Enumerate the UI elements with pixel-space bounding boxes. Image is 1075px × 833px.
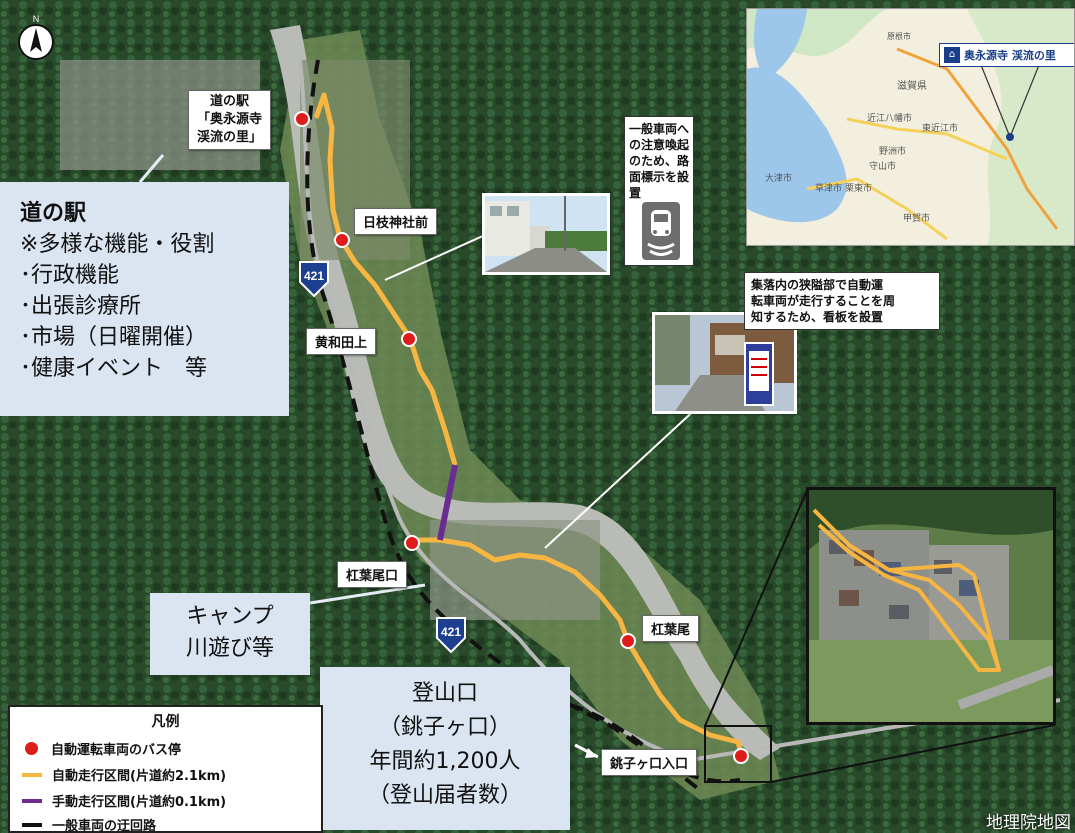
note-line: 置 <box>629 186 642 200</box>
bus-stop-icon <box>25 742 38 755</box>
pointer-line <box>138 154 165 183</box>
michi-no-eki-icon: ⌂ <box>944 47 960 63</box>
callout-line: 川遊び等 <box>185 636 274 661</box>
callout-line: （登山届者数） <box>367 783 522 808</box>
pointer-line <box>384 234 486 281</box>
bus-stop-marker <box>620 633 636 649</box>
svg-text:守山市: 守山市 <box>869 160 896 171</box>
stop-label-kouyoo: 杠葉尾 <box>642 615 700 642</box>
bus-stop-marker <box>733 748 749 764</box>
svg-text:滋賀県: 滋賀県 <box>897 79 927 92</box>
road-marking-icon <box>642 202 680 260</box>
north-arrow: N <box>18 14 54 60</box>
callout-line: 登山口 <box>411 681 478 706</box>
auto-route <box>439 537 745 757</box>
callout-line: ※多様な機能・役割 <box>20 232 215 257</box>
svg-text:栗東市: 栗東市 <box>845 182 872 193</box>
legend-label: 手動走行区間(片道約0.1km) <box>52 795 227 810</box>
legend-label: 自動運転車両のバス停 <box>51 743 182 758</box>
map-credit: 地理院地図 <box>986 813 1071 833</box>
svg-text:近江八幡市: 近江八幡市 <box>867 112 912 123</box>
stop-label-kiwada: 黄和田上 <box>306 328 377 355</box>
route-shield: 421 <box>436 617 466 654</box>
svg-text:甲賀市: 甲賀市 <box>903 212 930 223</box>
note-line: のため、路 <box>629 154 690 168</box>
inset-callout-box: ⌂ 奥永源寺 渓流の里 <box>939 43 1074 67</box>
svg-text:野洲市: 野洲市 <box>879 145 906 156</box>
detour-route <box>569 703 702 792</box>
zoom-source-frame <box>704 725 772 783</box>
svg-text:東近江市: 東近江市 <box>922 122 958 133</box>
zoom-connector <box>770 724 1056 783</box>
legend-item-detour: 一般車両の迂回路 <box>22 815 156 833</box>
note-line: の注意喚起 <box>629 138 690 152</box>
trailhead-callout: 登山口 （銚子ヶ口） 年間約1,200人 （登山届者数） <box>320 667 570 830</box>
callout-title: 道の駅 <box>20 201 87 226</box>
camp-callout: キャンプ 川遊び等 <box>150 593 310 675</box>
svg-text:N: N <box>33 14 40 24</box>
signboard-note: 集落内の狭隘部で自動運 転車両が走行することを周 知するため、看板を設置 <box>744 272 940 330</box>
pointer-arrowhead <box>585 748 598 758</box>
bus-stop-marker <box>404 535 420 551</box>
zoom-connector <box>704 487 809 727</box>
stop-label-line: 渓流の里」 <box>197 130 263 145</box>
legend: 凡例 自動運転車両のバス停 自動走行区間(片道約2.1km) 手動走行区間(片道… <box>8 705 323 833</box>
stop-label-line: 道の駅 <box>210 94 250 109</box>
route-shield: 421 <box>299 261 329 298</box>
auto-route-icon <box>22 772 42 777</box>
manual-route-icon <box>22 798 42 803</box>
pointer-line <box>309 583 426 605</box>
svg-text:421: 421 <box>441 625 461 639</box>
zoom-detail-inset <box>806 487 1056 725</box>
auto-route <box>313 92 458 466</box>
svg-text:草津市: 草津市 <box>815 182 842 193</box>
svg-text:原根市: 原根市 <box>887 31 911 41</box>
svg-text:421: 421 <box>304 269 324 283</box>
river <box>270 25 780 760</box>
note-line: 知するため、看板を設置 <box>751 310 884 324</box>
callout-line: 年間約1,200人 <box>369 749 521 774</box>
callout-line: ･市場（日曜開催） <box>20 325 208 350</box>
callout-line: （銚子ヶ口） <box>378 715 511 740</box>
stop-label-line: 「奥永源寺 <box>197 112 263 127</box>
michi-no-eki-callout: 道の駅 ※多様な機能・役割 ･行政機能 ･出張診療所 ･市場（日曜開催） ･健康… <box>0 182 289 416</box>
svg-text:大津市: 大津市 <box>765 172 792 183</box>
signboard-photo-image <box>655 315 794 411</box>
callout-line: ･行政機能 <box>20 263 120 288</box>
legend-item-bus-stop: 自動運転車両のバス停 <box>22 739 181 758</box>
legend-item-auto-route: 自動走行区間(片道約2.1km) <box>22 765 226 784</box>
bus-stop-marker <box>334 232 350 248</box>
bus-stop-marker <box>401 331 417 347</box>
signboard-photo <box>652 312 797 414</box>
inset-locator-map: 滋賀県 近江八幡市 東近江市 原根市 守山市 野洲市 大津市 草津市 栗東市 甲… <box>746 8 1075 246</box>
road-photo-image <box>485 196 607 272</box>
road-photo <box>482 193 610 275</box>
callout-line: ･出張診療所 <box>20 294 142 319</box>
legend-item-manual-route: 手動走行区間(片道約0.1km) <box>22 791 226 810</box>
legend-title: 凡例 <box>151 714 180 730</box>
note-line: 転車両が走行することを周 <box>751 294 896 308</box>
stop-label-michi-no-eki: 道の駅 「奥永源寺 渓流の里」 <box>188 90 272 150</box>
stop-label-kouyoo-guchi: 杠葉尾口 <box>337 561 408 588</box>
callout-line: ･健康イベント 等 <box>20 356 208 381</box>
note-line: 面標示を設 <box>629 170 690 184</box>
zoom-detail-image <box>809 490 1053 722</box>
legend-label: 自動走行区間(片道約2.1km) <box>52 769 227 784</box>
stop-label-choushi: 銚子ヶ口入口 <box>601 749 698 776</box>
inset-callout-label: 奥永源寺 渓流の里 <box>964 49 1056 62</box>
legend-label: 一般車両の迂回路 <box>52 819 157 833</box>
stop-label-hie: 日枝神社前 <box>354 208 438 235</box>
pointer-line <box>544 404 701 549</box>
bus-stop-marker <box>294 111 310 127</box>
callout-line: キャンプ <box>186 604 274 629</box>
note-line: 一般車両へ <box>629 122 690 136</box>
detour-icon <box>22 822 42 827</box>
note-line: 集落内の狭隘部で自動運 <box>751 278 884 292</box>
manual-route <box>437 464 458 541</box>
